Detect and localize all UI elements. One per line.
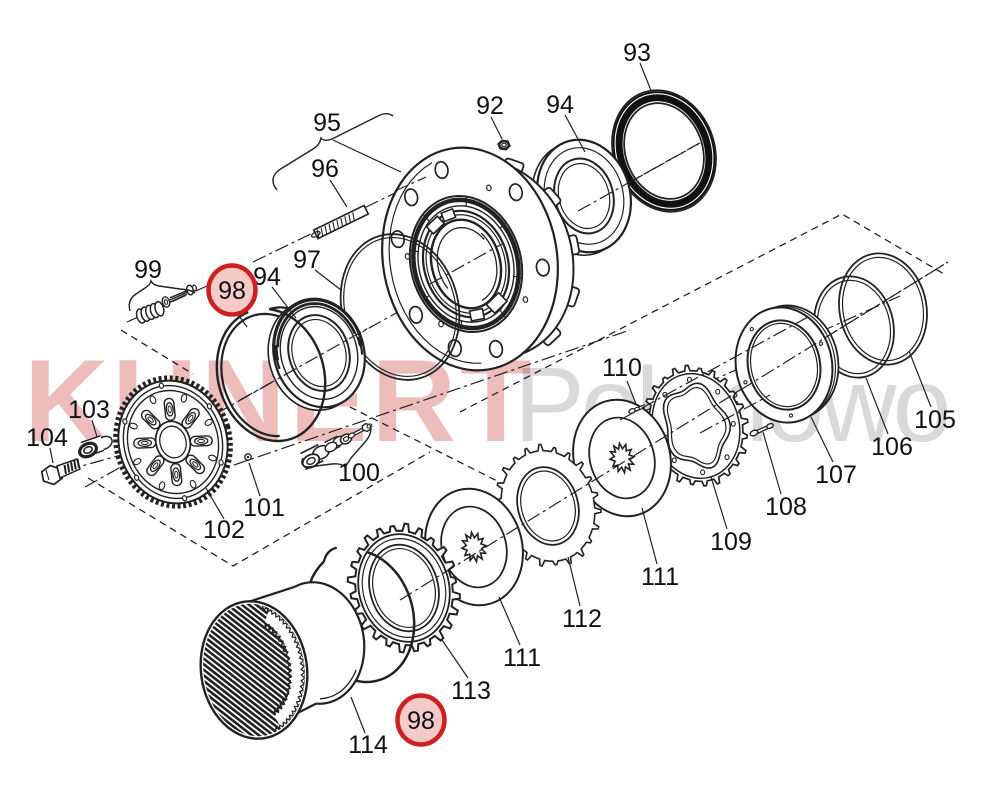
svg-text:92: 92 [476,92,504,120]
svg-text:103: 103 [68,396,110,424]
svg-text:111: 111 [503,644,541,672]
svg-text:95: 95 [313,109,341,137]
svg-text:101: 101 [243,494,285,522]
svg-text:107: 107 [815,461,857,489]
svg-text:96: 96 [311,155,339,183]
svg-text:102: 102 [203,516,245,544]
svg-text:98: 98 [407,707,435,735]
svg-text:105: 105 [914,406,956,434]
svg-text:100: 100 [338,459,380,487]
svg-text:98: 98 [218,277,246,305]
svg-text:94: 94 [253,263,281,291]
svg-text:114: 114 [348,731,388,759]
svg-text:109: 109 [710,528,752,556]
svg-text:97: 97 [293,246,321,274]
svg-text:112: 112 [562,605,602,633]
svg-text:113: 113 [451,677,491,705]
svg-text:110: 110 [602,354,642,382]
svg-text:99: 99 [134,256,162,284]
svg-text:104: 104 [26,424,68,452]
svg-text:94: 94 [546,91,574,119]
svg-text:93: 93 [623,39,651,67]
svg-text:106: 106 [871,433,913,461]
svg-text:108: 108 [765,493,807,521]
svg-text:111: 111 [641,563,679,591]
